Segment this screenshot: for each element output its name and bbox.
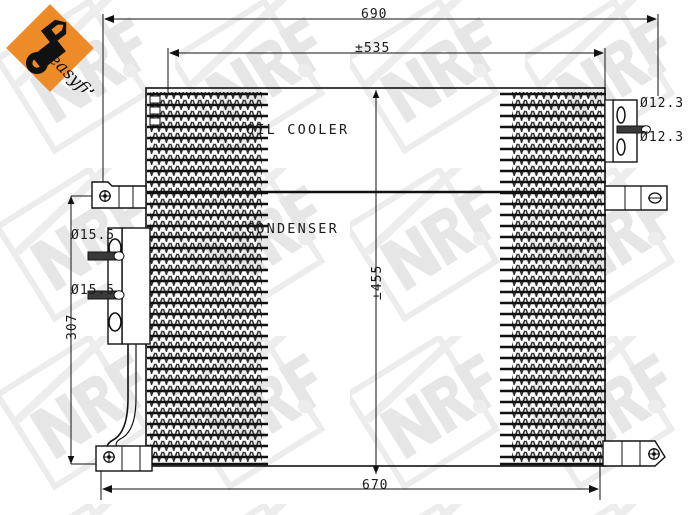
- mounting-bracket-bottom-right: [602, 440, 666, 467]
- dimension-label-mounting-height: 307: [65, 313, 80, 340]
- component-label-condenser: CONDENSER: [246, 221, 339, 237]
- component-label-oil-cooler: OIL COOLER: [246, 122, 350, 138]
- dimension-label-overall-width: 690: [361, 7, 388, 22]
- dimension-label-oil-port-diameter-in: Ø12.3: [640, 96, 685, 111]
- dimension-label-port-diameter-in: Ø15.5: [71, 228, 116, 243]
- dimension-label-core-height: ±455: [370, 264, 385, 300]
- dimension-label-mounting-width: 670: [362, 478, 389, 493]
- refrigerant-port-upper: [87, 251, 125, 261]
- easyfit-logo: easyfit: [6, 4, 96, 92]
- dimension-label-port-diameter-out: Ø15.5: [71, 283, 116, 298]
- fin-pack-right: [500, 92, 606, 466]
- fin-pack-left: [147, 92, 268, 466]
- mounting-bracket-top-left: [91, 181, 147, 209]
- dimension-label-core-width: ±535: [355, 41, 391, 56]
- dimension-label-oil-port-diameter-out: Ø12.3: [640, 130, 685, 145]
- mounting-bracket-bottom-left: [95, 445, 153, 472]
- mounting-bracket-top-right: [604, 185, 668, 211]
